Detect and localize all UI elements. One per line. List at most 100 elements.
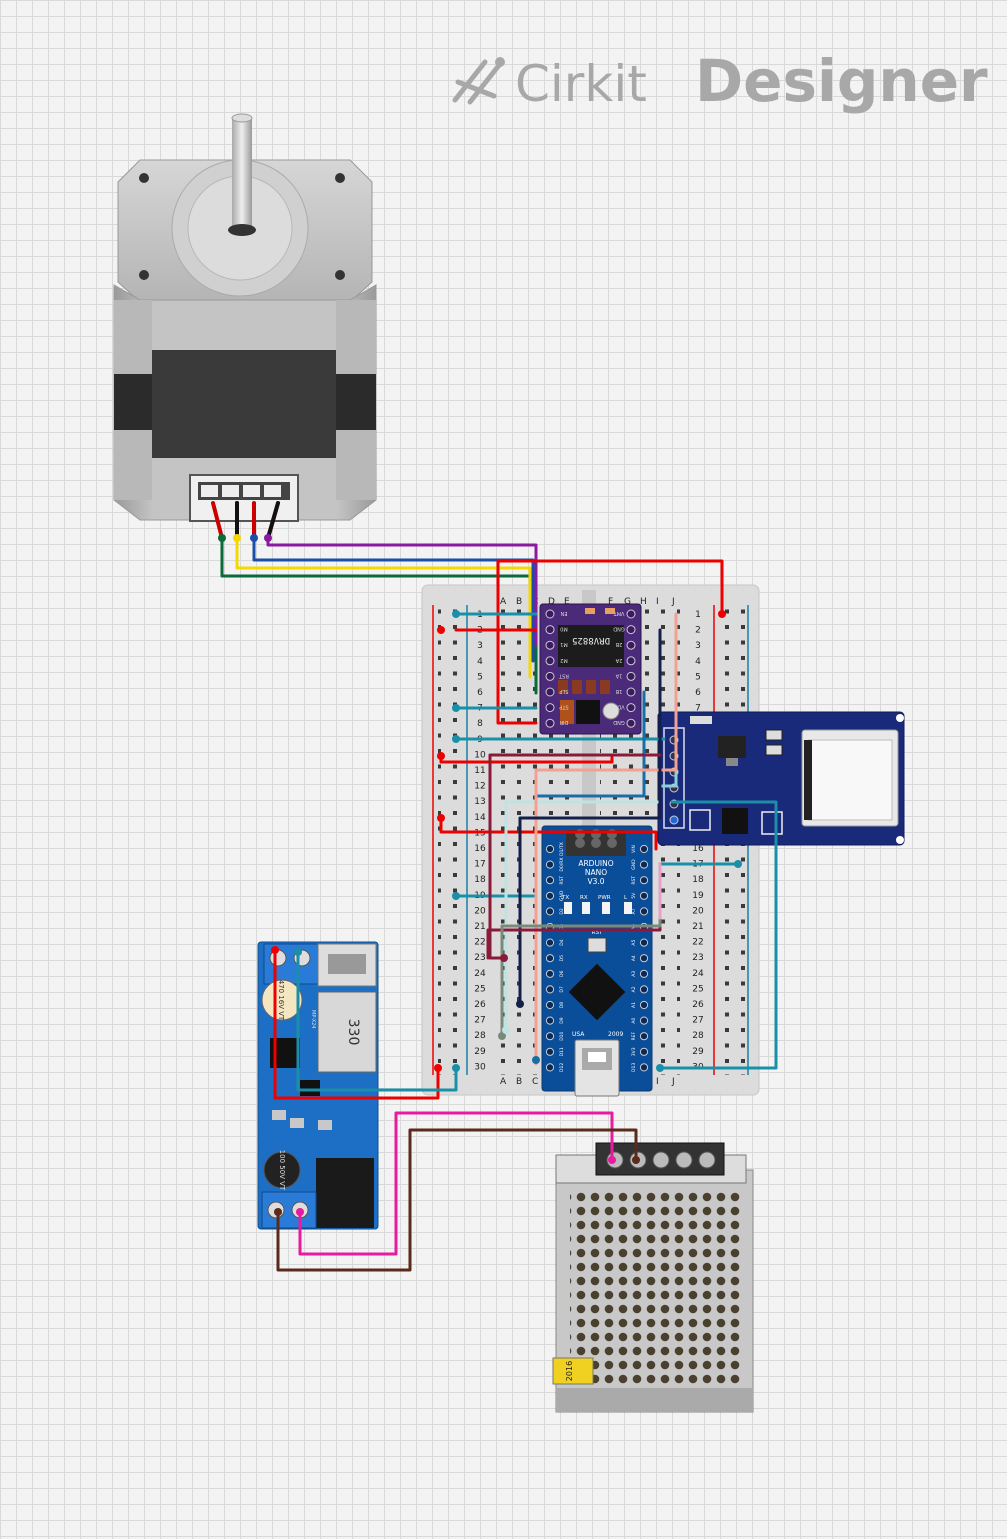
wire-maroon[interactable] [488, 753, 662, 960]
arduino-pin[interactable] [545, 1063, 555, 1072]
arduino-pin[interactable] [545, 1016, 555, 1025]
arduino-led-tx-label: TX [561, 895, 569, 901]
buck-dc-jack[interactable] [316, 1158, 374, 1228]
drv8825-pin[interactable] [626, 671, 636, 681]
breadboard-row-label: 23 [692, 953, 703, 963]
arduino-pin[interactable] [639, 860, 649, 869]
drv8825-pin[interactable] [626, 656, 636, 666]
arduino-pin[interactable] [545, 844, 555, 854]
drv8825-pin-label: M0 [560, 626, 568, 632]
breadboard-row-label: 17 [474, 860, 485, 870]
arduino-pin[interactable] [545, 938, 555, 947]
arduino-pin-label: A2 [631, 986, 637, 992]
breadboard-row-label: 5 [695, 672, 701, 682]
drv8825-pin[interactable] [545, 609, 555, 619]
arduino-pin[interactable] [545, 1032, 555, 1041]
arduino-pin-label: A1 [631, 1002, 637, 1008]
breadboard-row-label: 14 [474, 813, 486, 823]
arduino-pin[interactable] [639, 969, 649, 978]
drv8825-driver[interactable]: DRV8825 ENM0M1M2RSTSLPSTPDIRVMTGND2B2A1A… [539, 603, 642, 735]
arduino-pin[interactable] [639, 1047, 649, 1056]
arduino-pin[interactable] [545, 1000, 555, 1010]
drv8825-pin-label: VDD [613, 704, 624, 710]
svg-text:A: A [500, 1077, 507, 1087]
power-supply-unit[interactable]: 2016 [552, 1142, 754, 1413]
drv8825-pin[interactable] [545, 687, 555, 697]
breadboard-row-label: 25 [692, 984, 703, 994]
arduino-pin[interactable] [639, 907, 649, 916]
breadboard-row-label: 12 [474, 782, 485, 792]
arduino-pin-label: D5 [559, 955, 565, 961]
arduino-pin[interactable] [545, 876, 555, 885]
drv8825-pin[interactable] [545, 718, 555, 728]
drv8825-pin[interactable] [626, 609, 636, 619]
drv8825-pin[interactable] [626, 703, 636, 713]
drv8825-pin[interactable] [545, 656, 555, 666]
arduino-pin[interactable] [545, 954, 555, 963]
arduino-pin[interactable] [639, 954, 649, 963]
breadboard-row-label: 2 [695, 626, 701, 636]
arduino-pin-label: REF [631, 1032, 637, 1041]
arduino-pin-label: GND [631, 859, 637, 870]
arduino-pin[interactable] [545, 969, 555, 978]
arduino-pin[interactable] [639, 938, 649, 947]
breadboard-row-label: 27 [692, 1016, 703, 1026]
arduino-pin[interactable] [639, 1000, 649, 1010]
svg-text:H: H [640, 597, 647, 607]
arduino-pin[interactable] [639, 876, 649, 885]
breadboard-row-label: 23 [474, 953, 485, 963]
arduino-pin-label: A5 [631, 939, 637, 945]
wire-salmon[interactable] [534, 612, 678, 1066]
stepper-motor[interactable] [113, 113, 377, 522]
wire-teal-buck[interactable] [296, 950, 458, 1092]
sd-card-module[interactable] [657, 711, 905, 846]
arduino-pin[interactable] [639, 1016, 649, 1025]
drv8825-pin[interactable] [545, 703, 555, 713]
arduino-rst-label: RST [592, 930, 603, 936]
arduino-pin[interactable] [545, 860, 555, 869]
arduino-reset-button[interactable] [587, 937, 607, 953]
arduino-pin[interactable] [639, 1063, 649, 1072]
wire-motor-blue[interactable] [252, 536, 535, 663]
wire-red-vmot[interactable] [496, 559, 724, 725]
breadboard-row-label: 29 [474, 1047, 486, 1057]
arduino-pin[interactable] [639, 985, 649, 994]
arduino-pin-label: RST [559, 876, 565, 885]
drv8825-pin[interactable] [626, 625, 636, 635]
arduino-pin-label: D2 [559, 908, 565, 914]
wire-teal-sd-gnd[interactable] [658, 800, 778, 1070]
wire-lightcyan[interactable] [504, 800, 662, 1032]
drv8825-pin-label: RST [558, 672, 569, 678]
wire-brown[interactable] [276, 1128, 638, 1272]
drv8825-pin-label: GND [613, 626, 625, 632]
breadboard-row-label: 25 [474, 984, 485, 994]
drv8825-pin[interactable] [545, 671, 555, 681]
breadboard-row-label: 1 [695, 610, 701, 620]
arduino-nano[interactable]: ARDUINO NANO V3.0 TX RX PWR L RST USA 20… [541, 825, 653, 1097]
wire-red-buck-out[interactable] [273, 948, 440, 1100]
drv8825-pin[interactable] [545, 640, 555, 650]
drv8825-pin[interactable] [626, 687, 636, 697]
wire-magenta[interactable] [298, 1111, 614, 1256]
arduino-pin[interactable] [639, 1032, 649, 1041]
wire-navy[interactable] [518, 628, 662, 1006]
drv8825-pin[interactable] [626, 718, 636, 728]
breadboard-row-label: 24 [692, 969, 704, 979]
arduino-pin[interactable] [639, 891, 649, 900]
drv8825-pin[interactable] [545, 625, 555, 635]
arduino-pin[interactable] [545, 891, 555, 900]
buck-cap2-label: 100 50V VT [278, 1150, 286, 1191]
wire-red-nano-vin[interactable] [439, 816, 658, 851]
arduino-pin[interactable] [639, 844, 649, 854]
arduino-pin[interactable] [545, 1047, 555, 1056]
wires [211, 501, 778, 1272]
arduino-pin[interactable] [545, 907, 555, 916]
breadboard-row-label: 30 [474, 1062, 486, 1072]
buck-inductor [317, 991, 377, 1073]
drv8825-pin[interactable] [626, 640, 636, 650]
buck-usb-port[interactable] [317, 943, 377, 987]
arduino-pin[interactable] [545, 985, 555, 994]
buck-converter-module[interactable]: 470 16V VT 330 MP-X24 100 50V VT [257, 941, 379, 1230]
cirkit-logo-text: Cirkit [515, 55, 647, 113]
wire-motor-yellow[interactable] [235, 536, 532, 679]
